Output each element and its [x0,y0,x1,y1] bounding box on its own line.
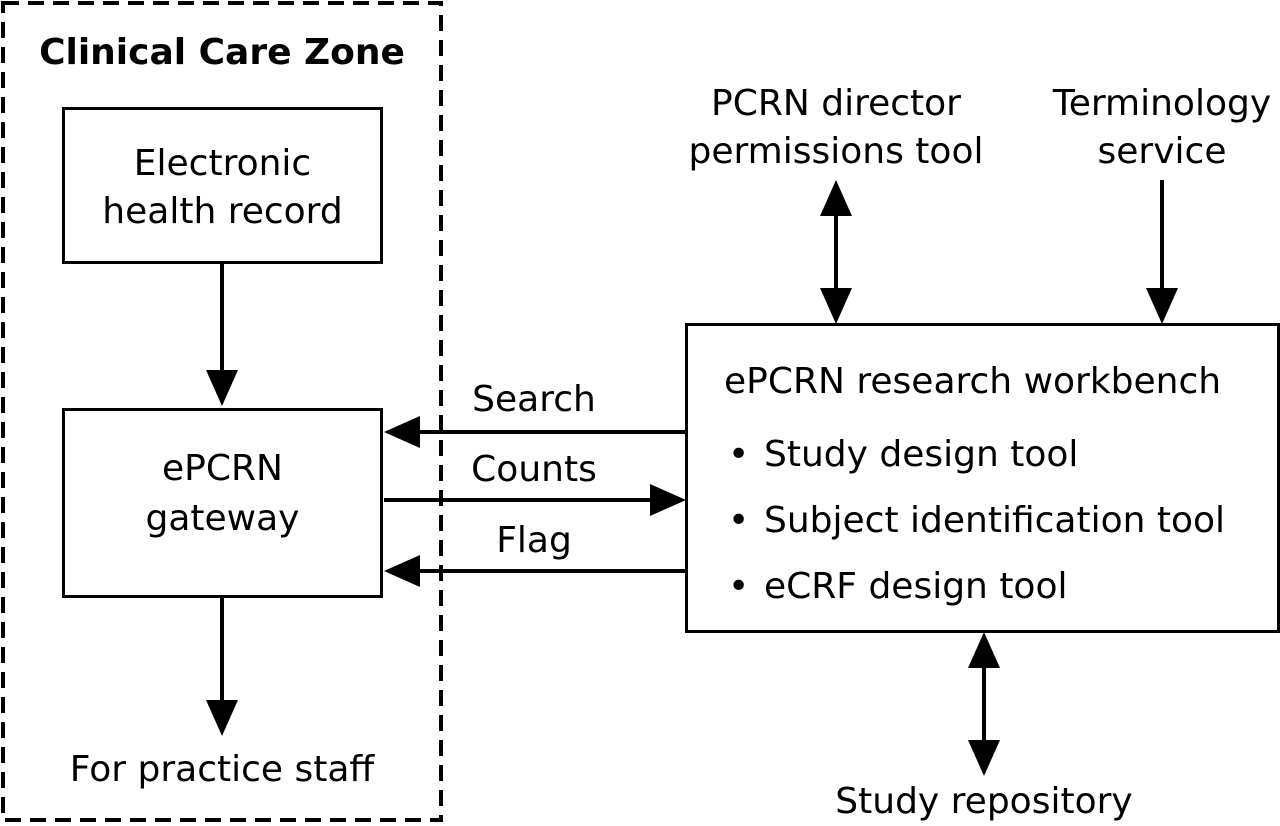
ehr-box: Electronic health record [62,107,383,264]
workbench-tool-list: Study design tool Subject identification… [728,422,1225,620]
flag-label: Flag [496,520,572,561]
terminology-line-1: Terminology [1052,83,1272,124]
terminology-line-2: service [1097,131,1227,172]
gateway-label-line-2: gateway [145,498,300,539]
ehr-to-gateway-arrowhead [206,370,238,406]
study-repository-label: Study repository [835,781,1133,822]
gateway-label-line-1: ePCRN [162,448,283,489]
workbench-item-study-design: Study design tool [728,422,1225,488]
workbench-item-subject-identification: Subject identification tool [728,488,1225,554]
search-label: Search [472,379,596,420]
clinical-zone-title: Clinical Care Zone [39,32,405,73]
terminology-arrowhead [1146,288,1178,324]
counts-label: Counts [471,449,597,490]
practice-staff-label: For practice staff [69,749,375,790]
ehr-label-line-2: health record [102,191,343,232]
gateway-to-staff-arrowhead [206,700,238,736]
director-tool-line-2: permissions tool [688,131,984,172]
director-down-arrowhead [820,288,852,324]
repository-down-arrowhead [968,740,1000,776]
search-arrowhead [384,416,420,448]
director-tool-line-1: PCRN director [711,83,961,124]
gateway-box: ePCRN gateway [62,408,383,598]
director-up-arrowhead [820,180,852,216]
ehr-label-line-1: Electronic [133,143,312,184]
clinical-zone-border [1,1,443,822]
counts-arrowhead [650,484,686,516]
repository-up-arrowhead [968,632,1000,668]
workbench-box: ePCRN research workbench Study design to… [685,323,1280,633]
workbench-item-ecrf-design: eCRF design tool [728,554,1225,620]
flag-arrowhead [384,555,420,587]
workbench-title: ePCRN research workbench [724,361,1222,402]
